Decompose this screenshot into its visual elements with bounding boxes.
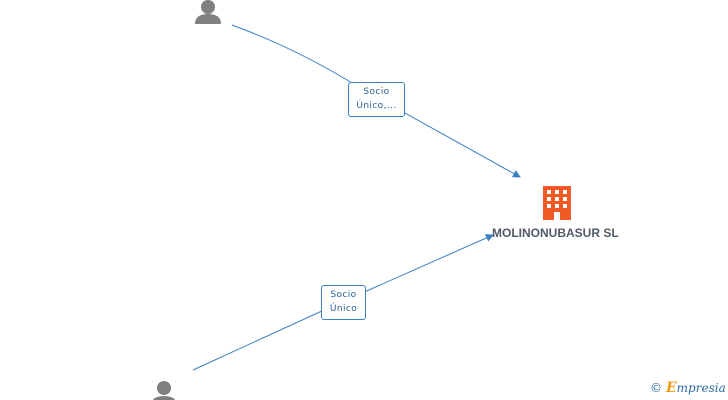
- person-icon[interactable]: [195, 0, 221, 24]
- edge-label-line: Socio: [363, 87, 390, 97]
- edge-label-socio-unico[interactable]: Socio Único: [321, 285, 366, 320]
- edge-label-line: Único,...: [356, 101, 397, 111]
- edge-label-line: Socio: [330, 290, 357, 300]
- edge-label-line: Único: [329, 304, 358, 314]
- edge-label-socio-unico[interactable]: Socio Único,...: [348, 82, 405, 117]
- empresia-watermark: © Empresia: [650, 380, 726, 396]
- brand-name: mpresia: [676, 381, 726, 395]
- building-icon[interactable]: [543, 186, 571, 220]
- company-name[interactable]: MOLINONUBASUR SL: [492, 226, 619, 240]
- person-icon[interactable]: [151, 381, 177, 400]
- copyright-icon: ©: [650, 381, 662, 395]
- brand-initial: E: [666, 380, 677, 396]
